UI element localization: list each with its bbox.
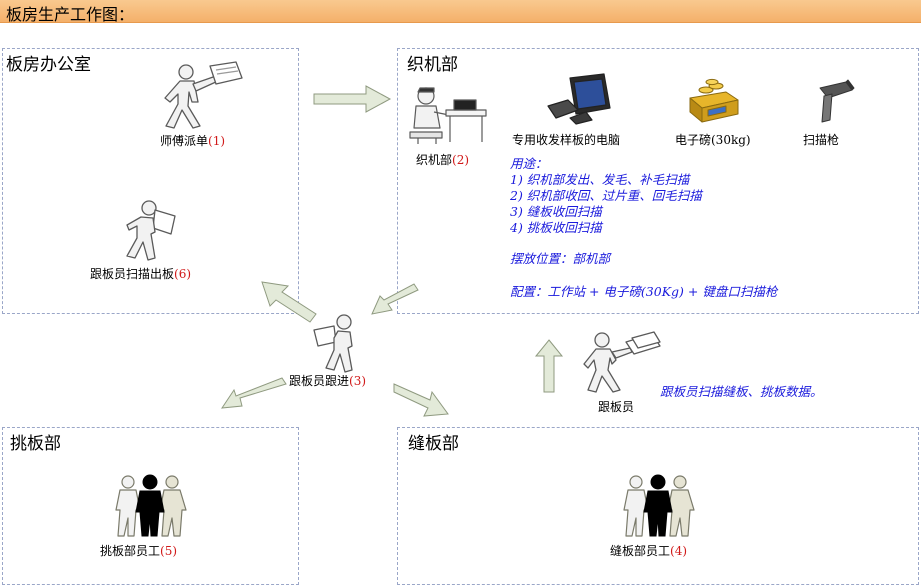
placement-text: 摆放位置：部机部	[510, 251, 611, 266]
arrow-up-to-weaving	[534, 339, 564, 393]
follower-carry-icon	[126, 200, 176, 261]
picking-staff-icon	[115, 474, 187, 537]
weaving-panel	[397, 48, 919, 314]
master-caption: 师傅派单(1)	[160, 134, 226, 148]
usage-item-3: 3) 缝板收回扫描	[510, 204, 602, 219]
office-title: 板房办公室	[6, 55, 91, 75]
config-text: 配置：工作站 + 电子磅(30Kg) + 键盘口扫描枪	[510, 284, 778, 299]
computer-icon	[547, 73, 611, 125]
office-panel	[2, 48, 299, 314]
electronic-scale-icon	[689, 78, 739, 123]
follower-caption: 跟板员跟进(3)	[289, 374, 367, 388]
follower2-caption: 跟板员	[598, 400, 635, 414]
sewing-caption: 缝板部员工(4)	[610, 544, 688, 558]
usage-item-4: 4) 挑板收回扫描	[510, 220, 602, 235]
title-bar: 板房生产工作图：	[0, 0, 921, 24]
sewing-staff-icon	[623, 474, 695, 537]
weaver-desk-icon	[409, 87, 487, 144]
scanner-gun-icon	[819, 79, 855, 123]
device-label-computer: 专用收发样板的电脑	[512, 133, 621, 147]
usage-title: 用途：	[510, 156, 548, 171]
device-label-scale: 电子磅(30kg)	[675, 133, 751, 147]
follower-scan-icon	[583, 331, 661, 393]
master-figure-icon	[164, 61, 243, 129]
scan-out-caption: 跟板员扫描出板(6)	[90, 267, 192, 281]
device-label-scanner: 扫描枪	[803, 133, 840, 147]
follower-center-icon	[313, 314, 353, 373]
picking-panel	[2, 427, 299, 585]
arrow-office-to-weaving	[313, 85, 392, 113]
arrow-to-sewing	[393, 383, 449, 417]
arrow-to-picking	[220, 377, 287, 409]
arrow-to-office	[261, 281, 317, 323]
usage-item-2: 2) 织机部收回、过片重、回毛扫描	[510, 188, 702, 203]
weaver-caption: 织机部(2)	[416, 153, 470, 167]
sewing-title: 缝板部	[408, 434, 459, 454]
picking-caption: 挑板部员工(5)	[100, 544, 178, 558]
follower2-note: 跟板员扫描缝板、挑板数据。	[660, 384, 823, 399]
picking-title: 挑板部	[10, 434, 61, 454]
weaving-title: 织机部	[407, 55, 458, 75]
page-title: 板房生产工作图：	[6, 5, 135, 24]
sewing-panel	[397, 427, 919, 585]
usage-item-1: 1) 织机部发出、发毛、补毛扫描	[510, 172, 690, 187]
arrow-to-weaving	[371, 283, 419, 315]
